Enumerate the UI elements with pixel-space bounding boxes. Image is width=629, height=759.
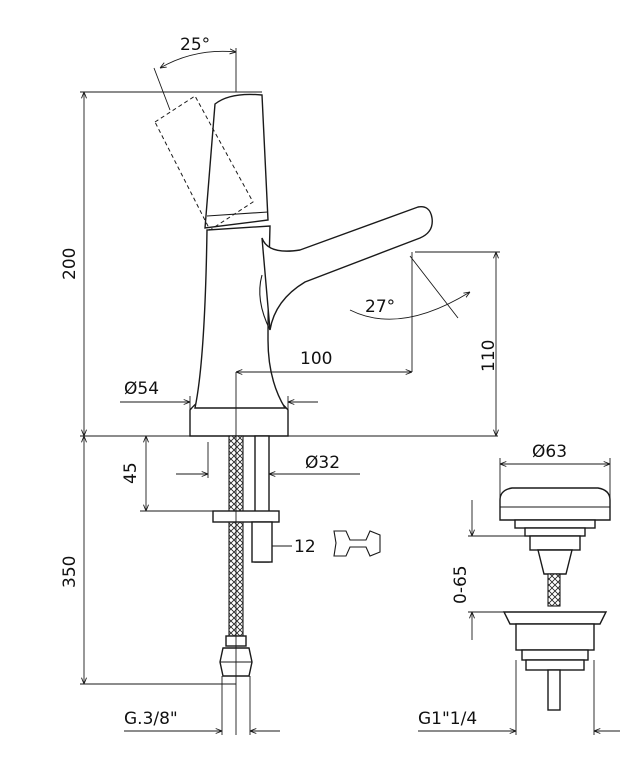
waste-assembly [499,487,611,711]
spout-height-label: 110 [479,340,499,372]
dim-spout-height: 110 [415,251,500,436]
dim-shank-diameter: Ø32 [176,442,360,478]
waste-body [515,623,595,651]
dim-total-height: 200 [60,91,262,436]
dim-waste-diameter: Ø63 [499,442,611,500]
base-diameter-label: Ø54 [124,379,159,399]
lever-angle-label: 25° [180,35,210,55]
lever-rotated-outline [154,95,254,231]
lever-collar [206,211,269,217]
waste-cap [499,487,611,521]
waste-flange [502,611,608,625]
fixing-nut [212,510,280,523]
shank-lower [251,521,273,563]
wrench-size-label: 12 [294,537,316,557]
dim-lever-angle: 25° [153,35,237,111]
faucet [80,93,498,437]
spout-angle-label: 27° [365,297,395,317]
dim-waste-thread: G1"1/4 [418,660,620,735]
dim-shank-length: 45 [121,436,213,512]
dim-wrench-size: 12 [272,537,316,557]
dim-hose-thread: G.3/8" [124,676,280,735]
lever [204,93,269,229]
hose-thread-label: G.3/8" [124,709,178,729]
shank-assembly [212,372,280,735]
dim-base-diameter: Ø54 [120,379,318,410]
total-height-label: 200 [60,248,80,280]
dim-spout-angle: 27° [349,252,470,372]
dim-spout-reach: 100 [236,349,412,372]
spout-join [259,274,271,331]
hose-length-label: 350 [60,556,80,588]
waste-tail [547,669,561,711]
spout [261,206,433,331]
dim-waste-range: 0-65 [451,500,530,640]
waste-stem [547,573,561,607]
waste-thread-label: G1"1/4 [418,709,477,729]
shank-diameter-label: Ø32 [305,453,340,473]
spout-reach-label: 100 [300,349,332,369]
shank-length-label: 45 [121,462,141,484]
wrench-icon [333,530,381,557]
waste-diameter-label: Ø63 [532,442,567,462]
dim-hose-length: 350 [60,436,236,685]
waste-range-label: 0-65 [451,565,471,604]
